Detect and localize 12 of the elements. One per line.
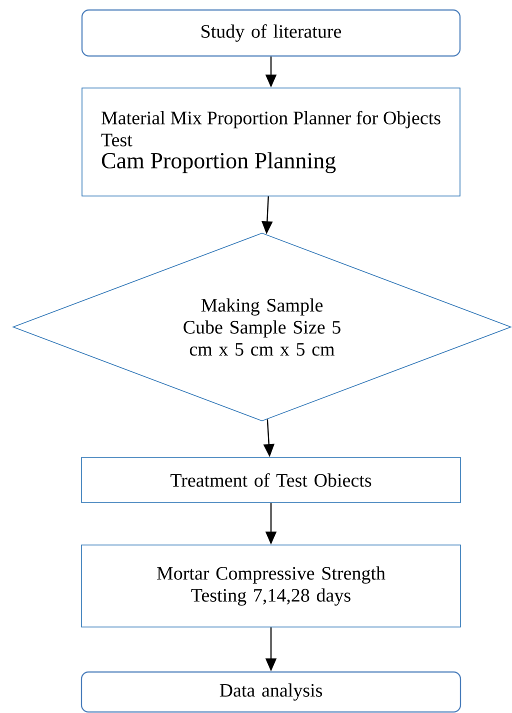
process-box: [81, 544, 461, 628]
box-text: Treatment of Test Obiects: [170, 473, 372, 487]
box-text: Cam Proportion Planning: [102, 152, 336, 174]
box-text: Material Mix Proportion Planner for Objects Test: [101, 110, 440, 146]
box-text: Data analysis: [220, 683, 322, 701]
process-box: [81, 457, 461, 503]
box-text: Mortar Compressive Strength Testing 7,14,28 days: [157, 566, 386, 606]
box-text: Making Sample Cube Sample Size 5 cm x 5 cm x 5 cm: [184, 298, 340, 356]
box-text: Study of literature: [202, 24, 342, 42]
terminal-box: [80, 671, 462, 713]
process-box: [82, 88, 460, 196]
terminal-box: [81, 9, 461, 57]
